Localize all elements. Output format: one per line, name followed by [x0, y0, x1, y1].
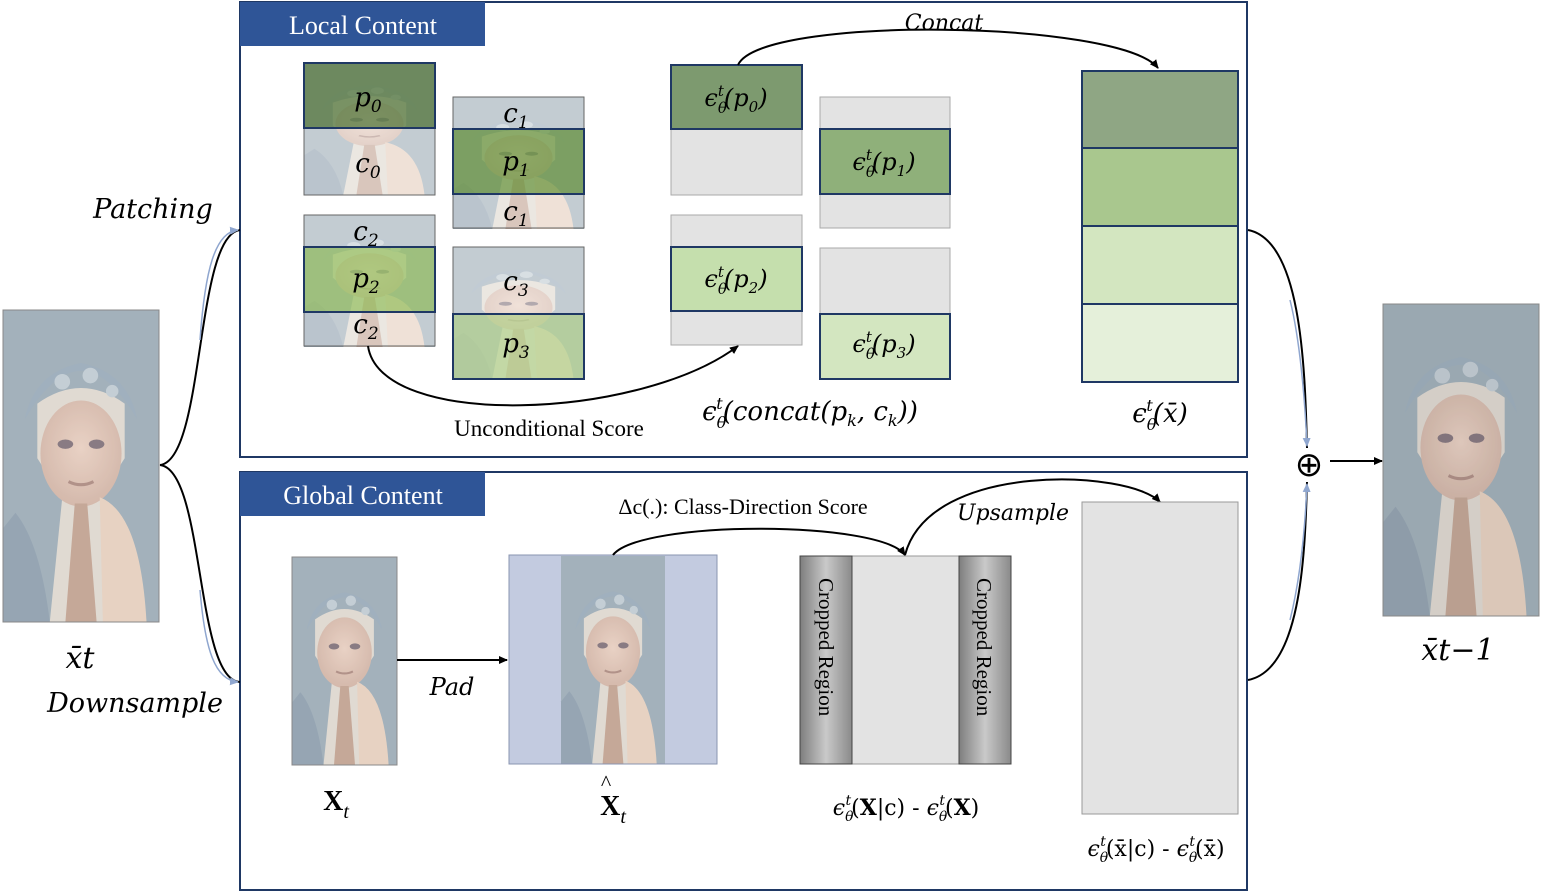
eps-p3-label: ϵθt(p3) [852, 328, 915, 363]
local-to-merge-arrow [1247, 229, 1308, 449]
unconditional-score-arrow [367, 345, 739, 407]
eps-p2-block: ϵθt(p2) [670, 214, 803, 346]
local-content-header [240, 2, 485, 46]
cropped-region-right [958, 555, 1012, 765]
global-noise-block: Cropped Region Cropped Region [799, 555, 1012, 765]
upsample-label: Upsample [957, 501, 1069, 526]
context-c2-bottom-label: c2 [353, 310, 378, 344]
oplus-symbol: ⊕ [1295, 445, 1324, 485]
class-direction-label: Δc(.): Class-Direction Score [618, 494, 867, 519]
patch-group-2: c2 p2 c2 [302, 213, 437, 349]
patch-group-0: p0 c0 [302, 61, 437, 197]
patching-label: Patching [92, 194, 213, 225]
eps-p3-block: ϵθt(p3) [819, 247, 951, 380]
downsampled-image [290, 555, 399, 767]
patch-group-1: c1 p1 c1 [451, 95, 586, 231]
local-content-frame [239, 1, 1248, 458]
svg-text:Cropped Region: Cropped Region [972, 578, 996, 717]
xt-label: Xt [323, 786, 349, 823]
global-content-header [240, 472, 485, 516]
xhat-t-label: Xt [600, 791, 626, 828]
concat-label: Concat [905, 11, 984, 36]
upsample-arrow [904, 478, 1161, 556]
cropped-region-left [799, 555, 853, 765]
eps-global-diff-label: ϵθt(X|c) - ϵθt(X) [833, 793, 980, 825]
eps-p1-label: ϵθt(p1) [852, 146, 915, 181]
downsample-label: Downsample [46, 688, 223, 719]
upsampled-noise-block [1081, 501, 1239, 815]
input-image [1, 308, 161, 624]
input-label: x̄t [66, 641, 96, 676]
concatenated-noise-stack [1081, 70, 1239, 383]
branch-to-global-arrow [159, 464, 241, 683]
concat-arrow [737, 28, 1159, 69]
eps-concat-label: ϵθt(concat(pk, ck)) [702, 394, 918, 432]
xhat-t-hat-mark: ^ [601, 770, 612, 795]
unconditional-score-label: Unconditional Score [454, 416, 644, 441]
class-direction-arrow [612, 527, 906, 556]
eps-p2-label: ϵθt(p2) [704, 263, 767, 298]
svg-text:Cropped Region: Cropped Region [814, 578, 838, 717]
pad-label: Pad [429, 673, 475, 701]
eps-p1-block: ϵθt(p1) [819, 96, 951, 229]
output-label: x̄t−1 [1421, 633, 1494, 668]
padded-image [508, 554, 718, 766]
eps-final-diff-label: ϵθt(x̄|c) - ϵθt(x̄) [1087, 834, 1224, 866]
branch-to-local-arrow [159, 229, 241, 466]
global-content-title: Global Content [283, 481, 443, 510]
eps-xbar-label: ϵθt(x̄) [1132, 396, 1188, 434]
eps-p0-label: ϵθt(p0) [704, 82, 767, 117]
patch-group-3: c3 p3 [451, 245, 586, 381]
eps-p0-block: ϵθt(p0) [670, 64, 803, 196]
output-image [1381, 302, 1541, 618]
local-content-title: Local Content [289, 11, 438, 40]
